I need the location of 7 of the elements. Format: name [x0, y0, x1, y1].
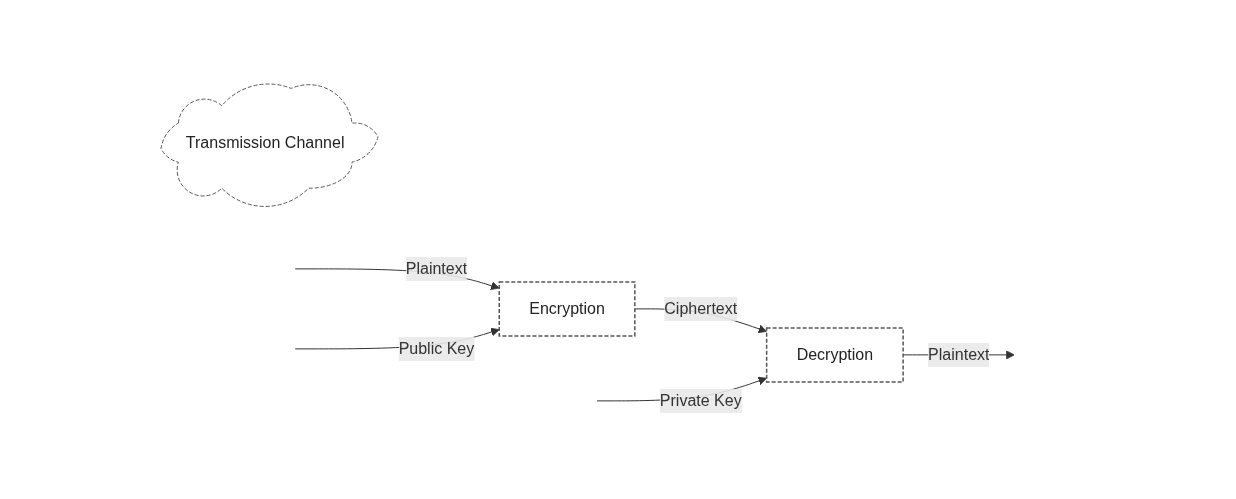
edge-label: Private Key: [660, 391, 742, 409]
node-box: Encryption: [498, 280, 636, 337]
edge-label: Ciphertext: [664, 299, 738, 317]
edge-label: Plaintext: [928, 345, 990, 363]
edge-label: Plaintext: [406, 259, 468, 277]
edge-label: Public Key: [398, 339, 475, 357]
node-box: Decryption: [766, 326, 905, 383]
